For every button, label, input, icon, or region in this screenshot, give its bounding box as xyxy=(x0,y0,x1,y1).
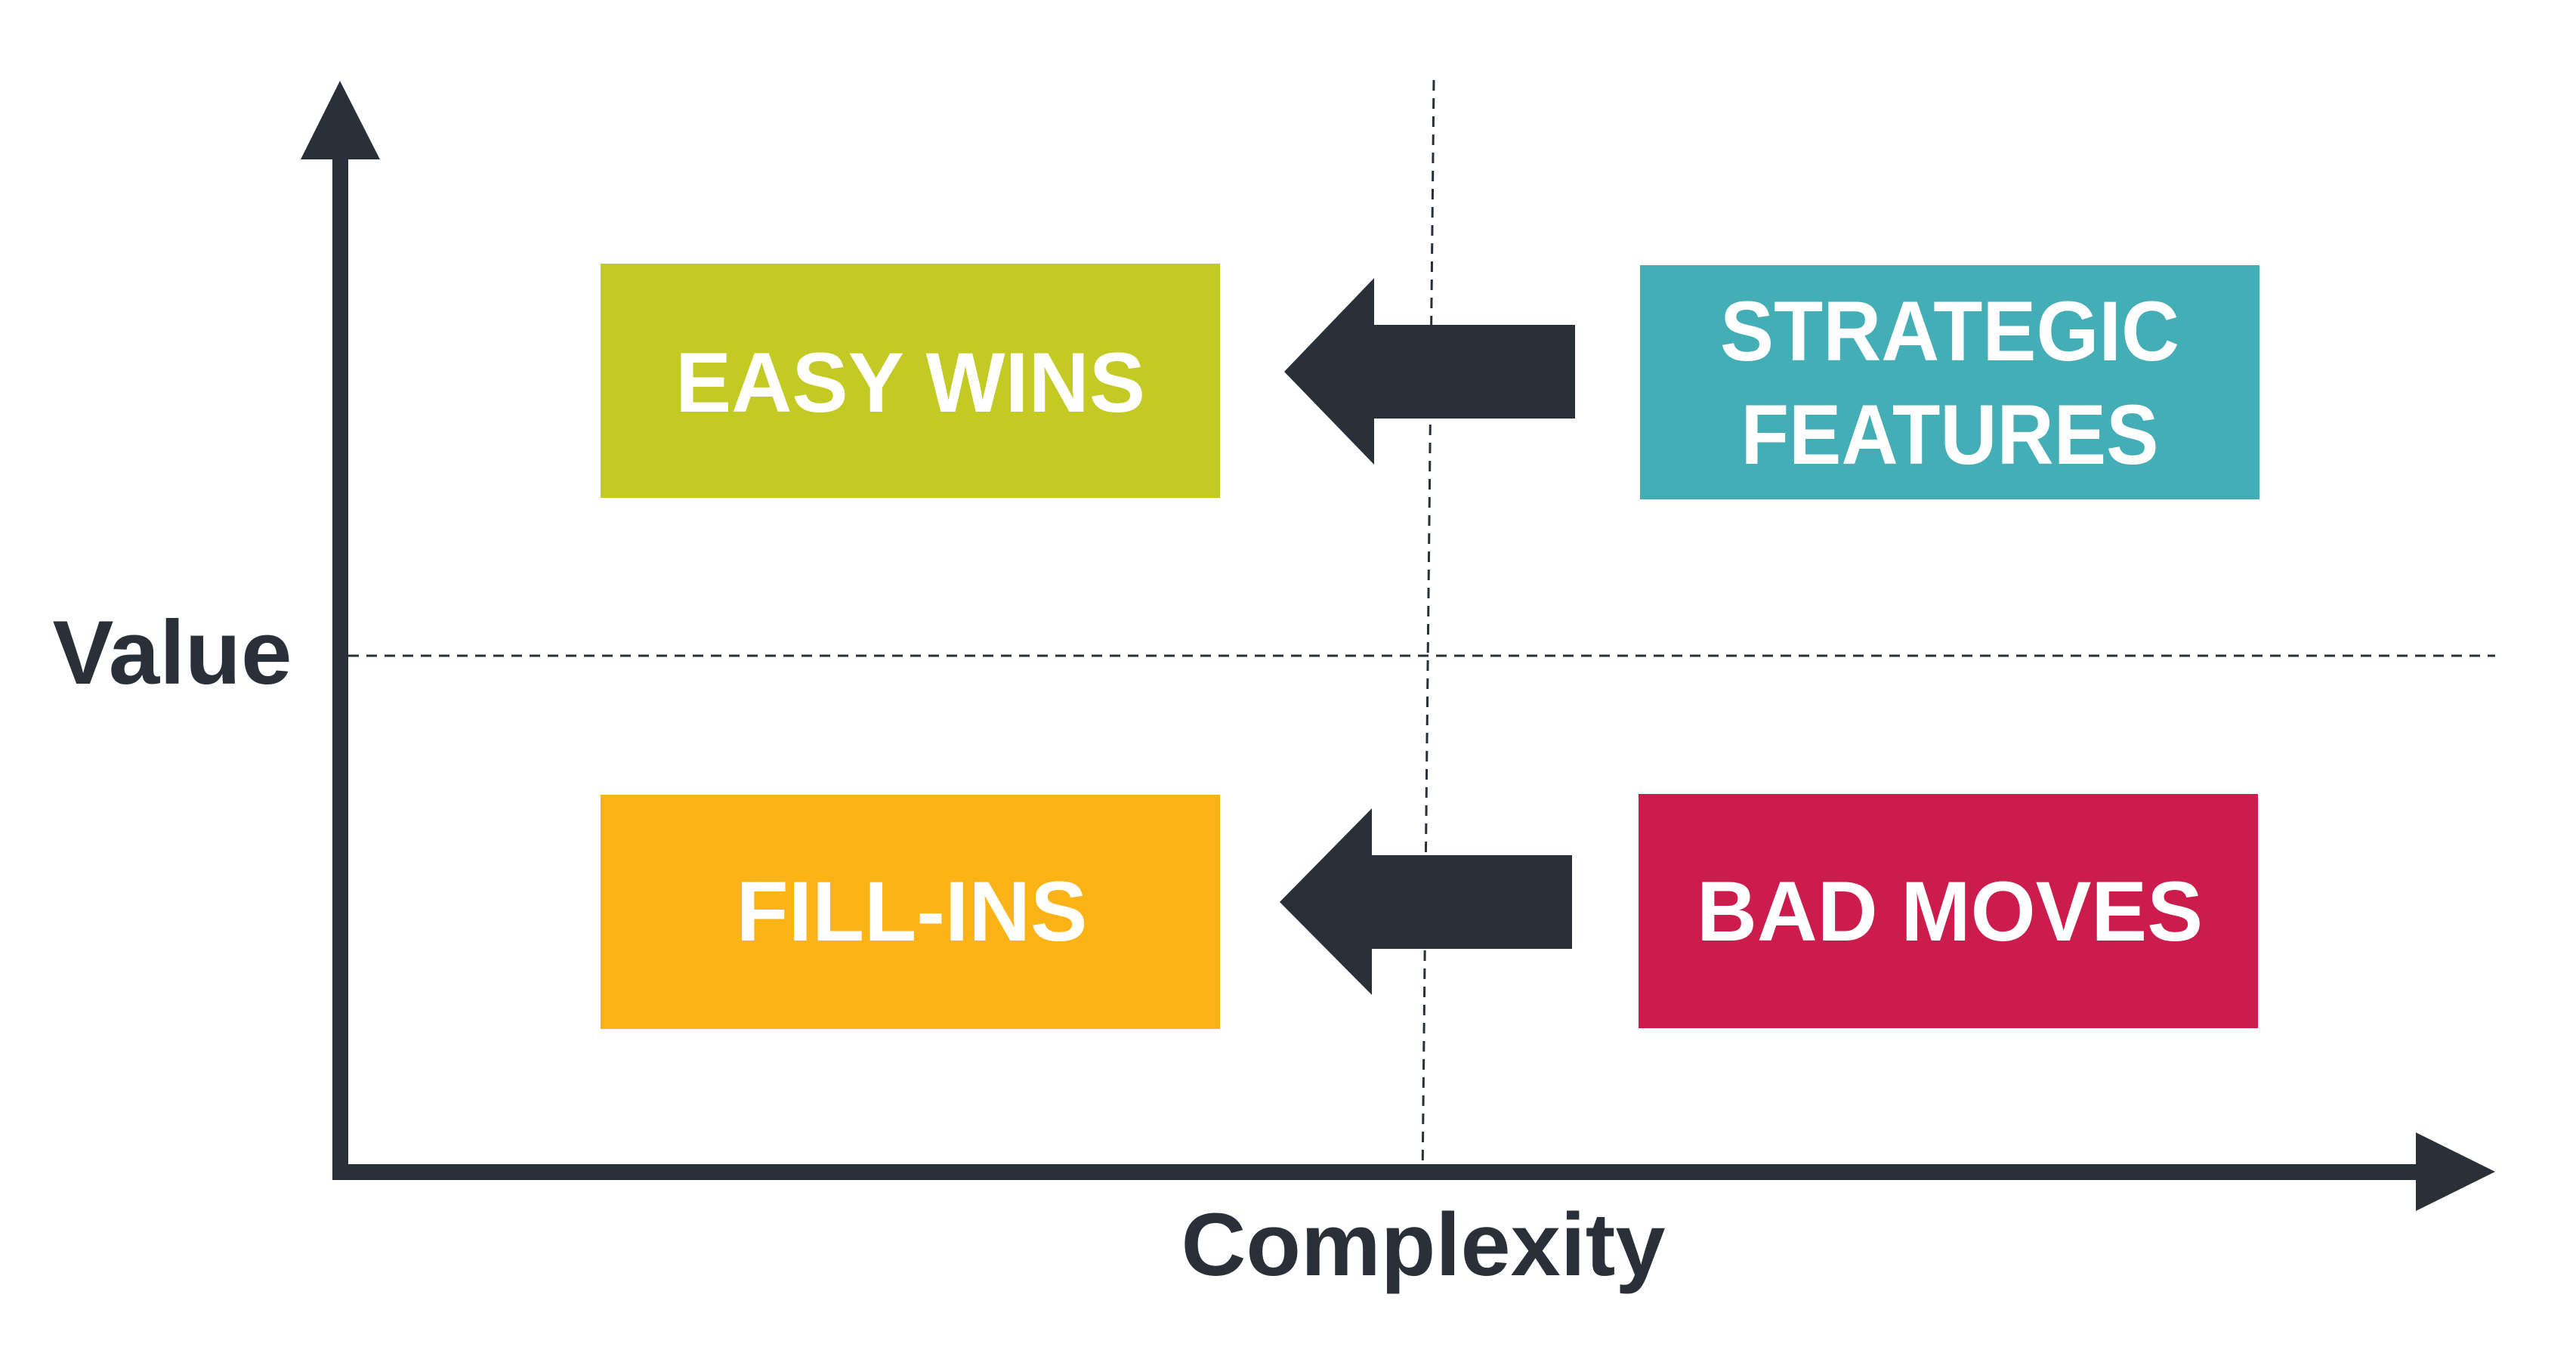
arrow-left-icon-top xyxy=(1284,278,1575,465)
easy-wins-label: EASY WINS xyxy=(675,335,1145,430)
x-axis-arrowhead-icon xyxy=(2416,1132,2495,1211)
quadrant-bad-moves: BAD MOVES xyxy=(1639,794,2258,1028)
y-axis-line xyxy=(332,155,348,1180)
strategic-features-label-line-1: STRATEGIC xyxy=(1720,284,2179,378)
strategic-features-label-line-2: FEATURES xyxy=(1741,388,2159,482)
fill-ins-box xyxy=(601,795,1220,1029)
x-axis-title: Complexity xyxy=(1181,1195,1666,1295)
bad-moves-box xyxy=(1639,794,2258,1028)
strategic-features-box xyxy=(1640,265,2259,499)
quadrant-fill-ins: FILL-INS xyxy=(601,795,1220,1029)
y-axis-arrowhead-icon xyxy=(301,81,380,159)
vertical-divider-dashed-line xyxy=(1421,79,1435,1182)
bad-moves-label: BAD MOVES xyxy=(1697,864,2203,959)
x-axis-line xyxy=(332,1164,2419,1180)
arrow-left-icon-bottom xyxy=(1280,808,1572,995)
easy-wins-box xyxy=(601,264,1220,498)
quadrant-strategic-features: STRATEGIC FEATURES xyxy=(1640,265,2259,499)
y-axis-title: Value xyxy=(53,602,292,703)
quadrant-easy-wins: EASY WINS xyxy=(601,264,1220,498)
fill-ins-label: FILL-INS xyxy=(737,864,1088,959)
